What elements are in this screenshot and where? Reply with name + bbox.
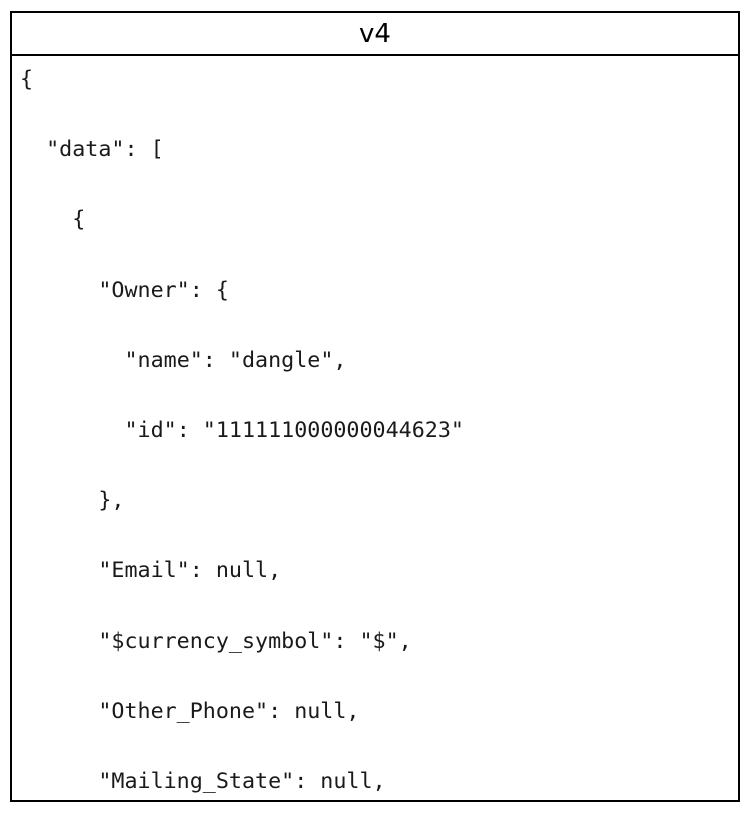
api-response-table: v4 { "data": [ { "Owner": { "name": "dan… xyxy=(10,11,740,802)
json-code-line: "$currency_symbol": "$", xyxy=(20,628,412,654)
table-header-row: v4 xyxy=(12,13,738,56)
json-code-lines: { "data": [ { "Owner": { "name": "dangle… xyxy=(20,62,730,800)
json-code-line: { xyxy=(20,207,86,233)
json-code-line: "name": "dangle", xyxy=(20,347,347,373)
json-code-line: "Email": null, xyxy=(20,558,282,584)
json-code-line: }, xyxy=(20,488,125,514)
table-body-cell: { "data": [ { "Owner": { "name": "dangle… xyxy=(12,56,738,800)
json-code-line: "Mailing_State": null, xyxy=(20,768,386,794)
json-code-line: { xyxy=(20,67,34,92)
json-code-block: { "data": [ { "Owner": { "name": "dangle… xyxy=(20,62,730,800)
json-code-line: "id": "111111000000044623" xyxy=(20,417,464,443)
table-header-title: v4 xyxy=(359,18,391,49)
json-code-line: "data": [ xyxy=(20,137,164,163)
json-code-line: "Other_Phone": null, xyxy=(20,698,360,724)
json-code-line: "Owner": { xyxy=(20,277,229,303)
